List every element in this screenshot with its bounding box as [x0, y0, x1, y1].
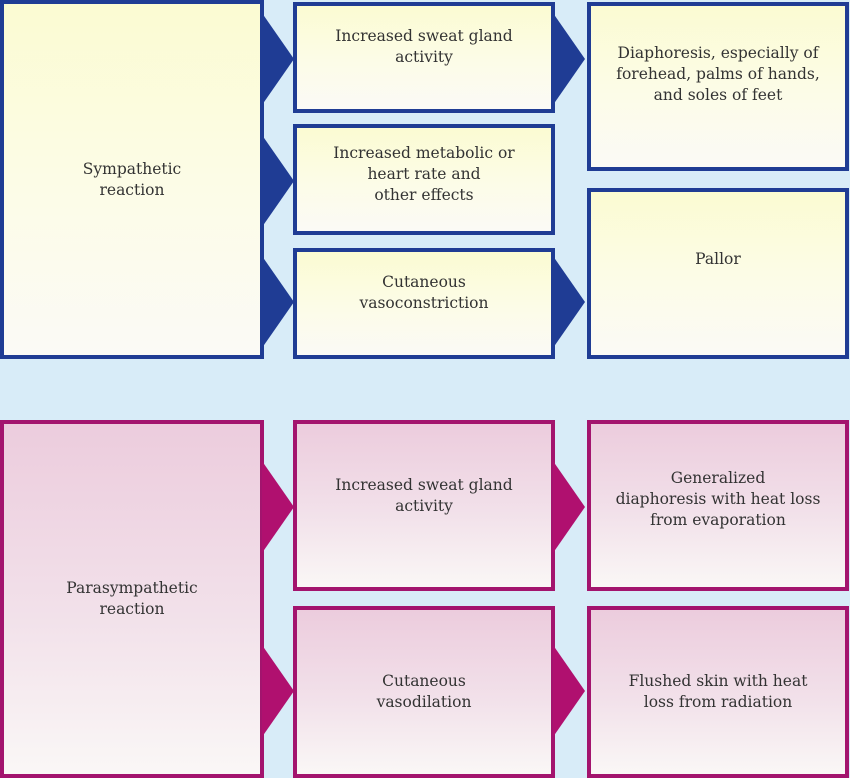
- arrow-parasympathetic-to-vasodilation: [262, 645, 294, 737]
- arrow-sweat-to-generalized-diaphoresis: [553, 461, 585, 553]
- parasympathetic-sweat-label: Increased sweat gland activity: [335, 475, 513, 515]
- pallor-outcome-box: Pallor: [587, 188, 849, 359]
- arrow-vasodilation-to-flushed-skin: [553, 645, 585, 737]
- sympathetic-vasoconstriction-label: Cutaneous vasoconstriction: [359, 272, 489, 312]
- flushed-skin-outcome-box: Flushed skin with heat loss from radiati…: [587, 606, 849, 778]
- sympathetic-metabolic-box: Increased metabolic or heart rate and ot…: [293, 124, 555, 235]
- parasympathetic-sweat-box: Increased sweat gland activity: [293, 420, 555, 591]
- diaphoresis-outcome-box: Diaphoresis, especially of forehead, pal…: [587, 2, 849, 171]
- sympathetic-vasoconstriction-box: Cutaneous vasoconstriction: [293, 248, 555, 359]
- flushed-skin-outcome-label: Flushed skin with heat loss from radiati…: [628, 672, 808, 711]
- sympathetic-reaction-label: Sympathetic reaction: [82, 159, 182, 199]
- parasympathetic-vasodilation-label: Cutaneous vasodilation: [376, 672, 472, 711]
- sympathetic-sweat-box: Increased sweat gland activity: [293, 2, 555, 113]
- pallor-outcome-label: Pallor: [695, 250, 741, 268]
- arrow-sympathetic-to-sweat: [262, 13, 294, 105]
- arrow-sweat-to-diaphoresis: [553, 13, 585, 105]
- sympathetic-sweat-label: Increased sweat gland activity: [335, 26, 513, 66]
- sympathetic-reaction-box: Sympathetic reaction: [0, 0, 264, 359]
- arrow-vasoconstriction-to-pallor: [553, 256, 585, 348]
- arrow-sympathetic-to-metabolic: [262, 135, 294, 227]
- diaphoresis-outcome-label: Diaphoresis, especially of forehead, pal…: [616, 44, 820, 104]
- arrow-sympathetic-to-vasoconstriction: [262, 256, 294, 348]
- generalized-diaphoresis-outcome-box: Generalized diaphoresis with heat loss f…: [587, 420, 849, 591]
- parasympathetic-reaction-box: Parasympathetic reaction: [0, 420, 264, 778]
- generalized-diaphoresis-outcome-label: Generalized diaphoresis with heat loss f…: [615, 469, 821, 529]
- arrow-parasympathetic-to-sweat: [262, 461, 294, 553]
- parasympathetic-reaction-label: Parasympathetic reaction: [66, 579, 198, 618]
- parasympathetic-vasodilation-box: Cutaneous vasodilation: [293, 606, 555, 778]
- sympathetic-metabolic-label: Increased metabolic or heart rate and ot…: [333, 144, 515, 204]
